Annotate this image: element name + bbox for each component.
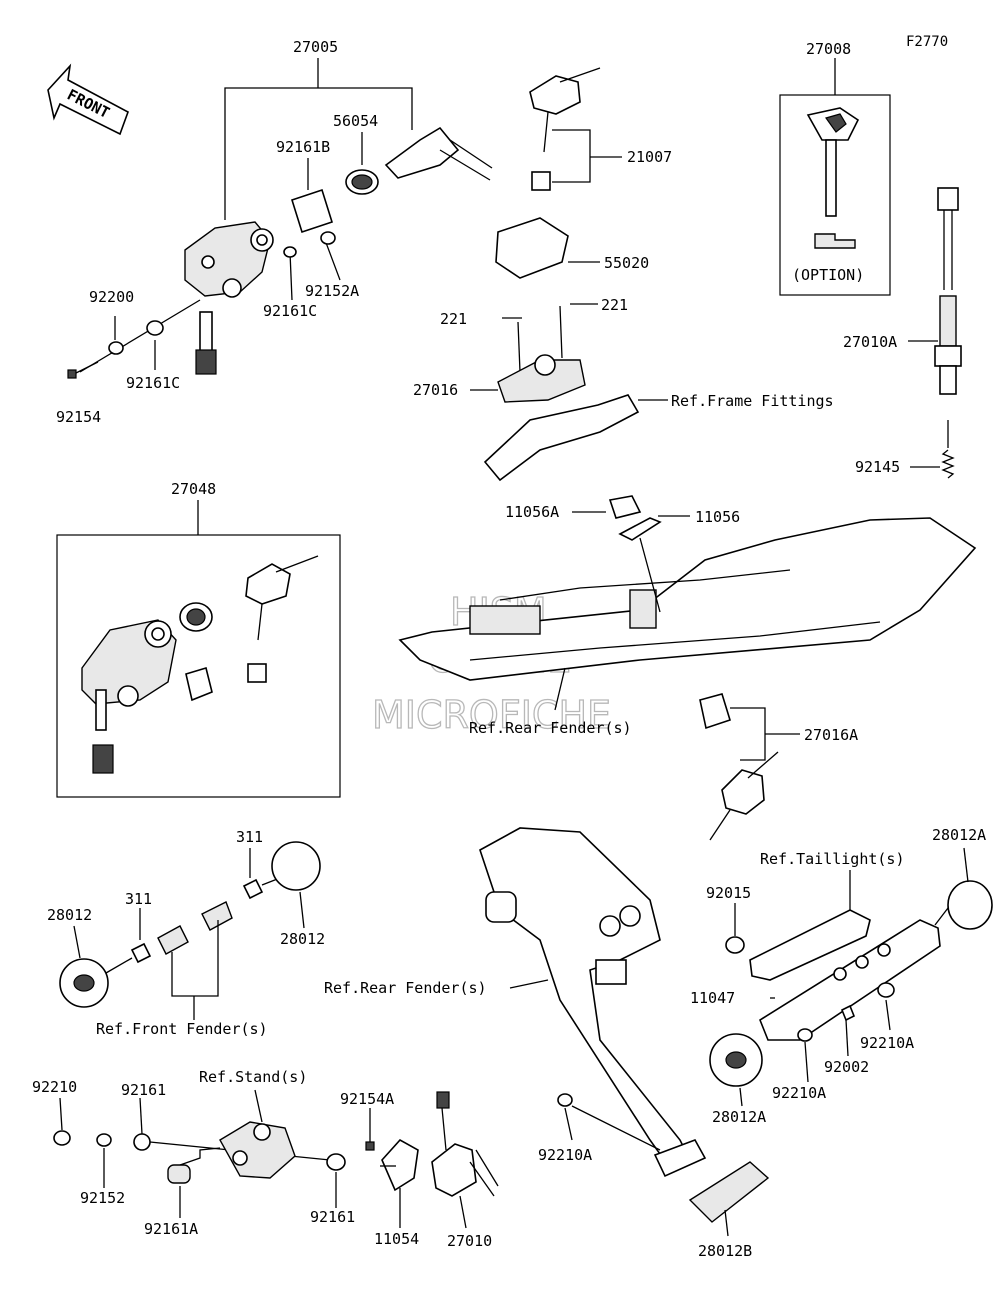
- label-92152A: 92152A: [305, 282, 359, 300]
- label-ref-stand: Ref.Stand(s): [199, 1068, 307, 1086]
- label-92154A: 92154A: [340, 1090, 394, 1108]
- watermark-line-3: MICROFICHE: [372, 693, 611, 737]
- label-27010: 27010: [447, 1232, 492, 1250]
- label-ref-frame-fittings: Ref.Frame Fittings: [671, 392, 834, 410]
- label-27005: 27005: [293, 38, 338, 56]
- label-27016: 27016: [413, 381, 458, 399]
- label-92161B: 92161B: [276, 138, 330, 156]
- label-27008: 27008: [806, 40, 851, 58]
- label-ref-taillight: Ref.Taillight(s): [760, 850, 905, 868]
- label-11054: 11054: [374, 1230, 419, 1248]
- label-221-b: 221: [601, 296, 628, 314]
- seat-lock-assembly: [470, 217, 668, 482]
- label-92152: 92152: [80, 1189, 125, 1207]
- label-92015: 92015: [706, 884, 751, 902]
- label-221-a: 221: [440, 310, 467, 328]
- stand-switch-assembly: [53, 1089, 499, 1229]
- front-fender-reflector: [59, 841, 321, 1020]
- label-11056A: 11056A: [505, 503, 559, 521]
- label-92210A-b: 92210A: [772, 1084, 826, 1102]
- rear-reflector-28012B: [688, 1161, 770, 1237]
- label-21007: 21007: [627, 148, 672, 166]
- label-28012-a: 28012: [47, 906, 92, 924]
- label-92161C-a: 92161C: [263, 302, 317, 320]
- label-11047: 11047: [690, 989, 735, 1007]
- label-92161-a: 92161: [121, 1081, 166, 1099]
- label-311-b: 311: [125, 890, 152, 908]
- label-option: (OPTION): [792, 266, 864, 284]
- figure-id: F2770: [906, 34, 948, 50]
- label-27016A: 27016A: [804, 726, 858, 744]
- label-28012A-b: 28012A: [712, 1108, 766, 1126]
- label-92200: 92200: [89, 288, 134, 306]
- label-92145: 92145: [855, 458, 900, 476]
- option-key-box: [779, 58, 891, 296]
- label-28012A-a: 28012A: [932, 826, 986, 844]
- rear-fender-upper: [398, 495, 977, 711]
- lock-27016A-assembly: [699, 693, 800, 841]
- label-ref-rear-fender-1: Ref.Rear Fender(s): [469, 719, 632, 737]
- taillight-bracket: [709, 847, 993, 1107]
- label-92210A-c: 92210A: [538, 1146, 592, 1164]
- label-92210: 92210: [32, 1078, 77, 1096]
- rear-fender-lower: [479, 827, 707, 1178]
- front-arrow-icon: FRONT: [47, 63, 129, 136]
- label-27010A: 27010A: [843, 333, 897, 351]
- label-55020: 55020: [604, 254, 649, 272]
- label-92161C-b: 92161C: [126, 374, 180, 392]
- label-92161A: 92161A: [144, 1220, 198, 1238]
- label-92210A-a: 92210A: [860, 1034, 914, 1052]
- label-311-a: 311: [236, 828, 263, 846]
- ignition-kit-box: [56, 500, 341, 798]
- label-ref-rear-fender-2: Ref.Rear Fender(s): [324, 979, 487, 997]
- label-28012B: 28012B: [698, 1242, 752, 1260]
- label-ref-front-fender: Ref.Front Fender(s): [96, 1020, 268, 1038]
- part-labels: 27005 56054 92161B 92152A 92161C 92200 9…: [32, 38, 986, 1260]
- label-92002: 92002: [824, 1058, 869, 1076]
- label-92161-b: 92161: [310, 1208, 355, 1226]
- label-28012-b: 28012: [280, 930, 325, 948]
- lock-21007-assembly: [529, 67, 622, 191]
- switch-27010A: [908, 187, 962, 479]
- label-92154: 92154: [56, 408, 101, 426]
- label-27048: 27048: [171, 480, 216, 498]
- ignition-switch-assembly: [67, 58, 493, 379]
- label-56054: 56054: [333, 112, 378, 130]
- label-11056: 11056: [695, 508, 740, 526]
